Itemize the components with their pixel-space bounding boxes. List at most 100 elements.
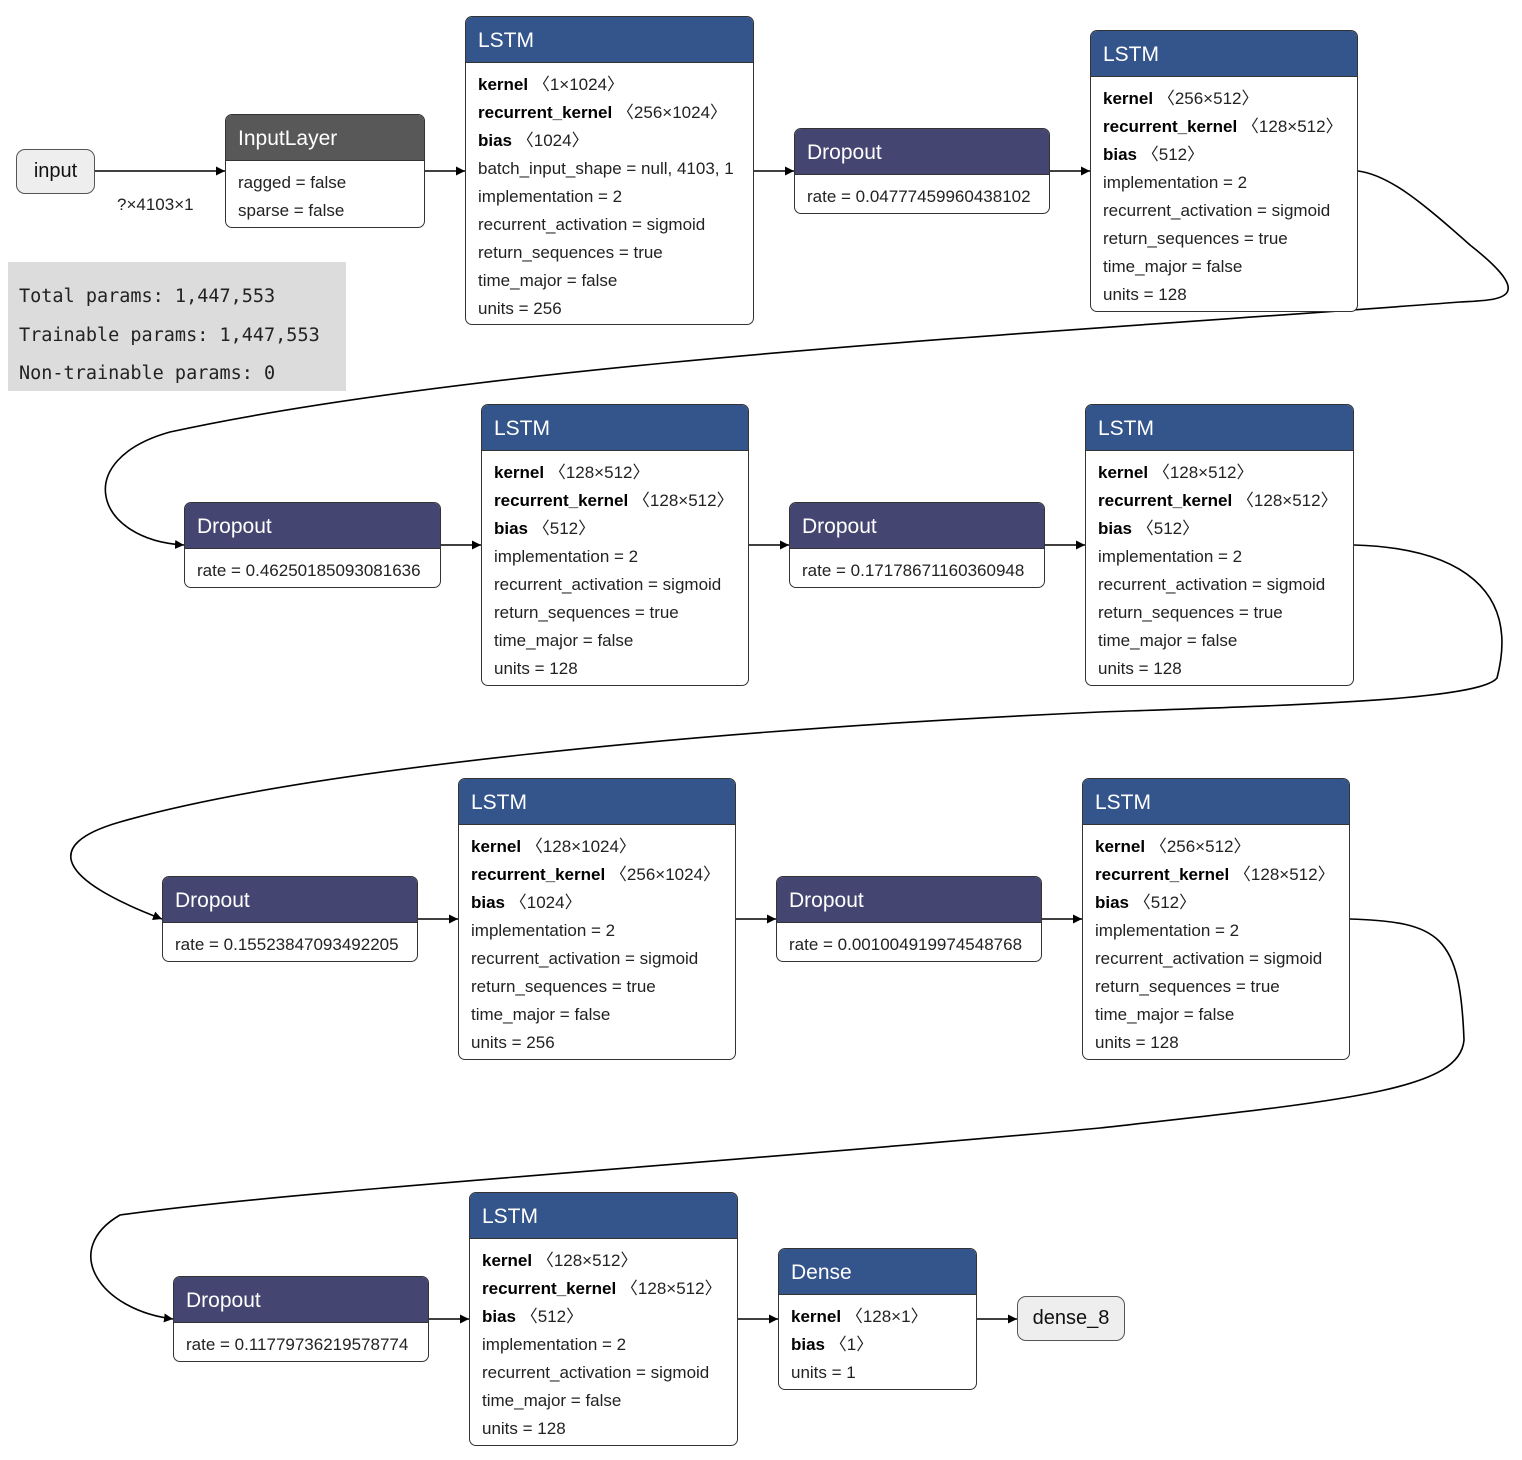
attribute-key: recurrent_kernel [478,103,613,122]
node-attribute: ragged = false [238,173,347,192]
trainable-params: Trainable params: 1,447,553 [19,324,320,346]
node-attribute: kernel 〈256×512〉 [1103,85,1357,113]
node-attributes: kernel 〈128×1024〉recurrent_kernel 〈256×1… [459,825,735,1057]
node-attribute: units = 128 [494,659,578,678]
node-title: Dense [779,1249,976,1295]
node-title: LSTM [1083,779,1349,825]
attribute-key: kernel [482,1251,533,1270]
node-attribute: return_sequences = true [1103,229,1288,248]
edge-lstm-6-to-dropout-6 [90,918,1465,1323]
attribute-shape: 〈128×512〉 [1229,865,1335,884]
node-attribute: implementation = 2 [1095,921,1240,940]
node-attribute: bias 〈512〉 [1103,141,1357,169]
node-attributes: kernel 〈128×512〉recurrent_kernel 〈128×51… [482,451,748,683]
node-attributes: rate = 0.001004919974548768 [777,923,1041,959]
node-attribute: recurrent_kernel 〈256×1024〉 [478,99,753,127]
node-title: LSTM [466,17,753,63]
node-attribute: return_sequences = true [471,977,656,996]
node-attribute: implementation = 2 [482,1335,627,1354]
attribute-key: recurrent_kernel [471,865,606,884]
node-attribute: units = 128 [1098,659,1182,678]
attribute-shape: 〈128×512〉 [1237,117,1343,136]
input-node-label: input [33,160,78,182]
attribute-shape: 〈128×512〉 [544,463,650,482]
node-attribute: bias 〈512〉 [482,1303,737,1331]
node-attributes: rate = 0.46250185093081636 [185,549,440,585]
node-title: Dropout [777,877,1041,923]
node-attribute: time_major = false [478,271,618,290]
attribute-key: bias [1098,519,1133,538]
attribute-shape: 〈256×512〉 [1145,837,1251,856]
attribute-key: kernel [478,75,529,94]
node-attribute: time_major = false [1098,631,1238,650]
node-attributes: kernel 〈128×512〉recurrent_kernel 〈128×51… [1086,451,1353,683]
input-node[interactable]: input [16,149,95,194]
attribute-key: kernel [494,463,545,482]
node-attribute: rate = 0.001004919974548768 [789,935,1023,954]
node-title: LSTM [1091,31,1357,77]
output-node[interactable]: dense_8 [1017,1296,1125,1341]
attribute-shape: 〈1024〉 [505,893,582,912]
attribute-shape: 〈1×1024〉 [528,75,625,94]
attribute-shape: 〈256×512〉 [1153,89,1259,108]
node-attribute: rate = 0.17178671160360948 [802,561,1025,580]
attribute-key: bias [1103,145,1138,164]
node-attribute: implementation = 2 [478,187,623,206]
attribute-key: bias [471,893,506,912]
node-title: Dropout [185,503,440,549]
node-attribute: units = 256 [471,1033,555,1052]
node-attributes: kernel 〈256×512〉recurrent_kernel 〈128×51… [1083,825,1349,1057]
node-attribute: bias 〈512〉 [1095,889,1349,917]
node-attribute: kernel 〈256×512〉 [1095,833,1349,861]
node-attribute: time_major = false [1095,1005,1235,1024]
dropout-node-10[interactable]: Dropout rate = 0.001004919974548768 [776,876,1042,962]
node-attribute: units = 256 [478,299,562,318]
attribute-key: recurrent_kernel [494,491,629,510]
node-attribute: batch_input_shape = null, 4103, 1 [478,159,734,178]
node-title: Dropout [174,1277,428,1323]
node-attributes: kernel 〈1×1024〉 recurrent_kernel 〈256×102… [466,63,753,323]
node-attribute: recurrent_kernel 〈128×512〉 [1103,113,1357,141]
attribute-key: kernel [471,837,522,856]
attribute-shape: 〈128×512〉 [628,491,734,510]
node-attributes: kernel 〈128×1〉bias 〈1〉units = 1 [779,1295,976,1387]
node-attribute: bias 〈1024〉 [478,127,753,155]
lstm-node-1[interactable]: LSTM kernel 〈1×1024〉 recurrent_kernel 〈256… [465,16,754,325]
attribute-shape: 〈128×1024〉 [521,837,636,856]
node-attribute: recurrent_activation = sigmoid [1103,201,1331,220]
attribute-key: bias [1095,893,1130,912]
attribute-key: recurrent_kernel [1103,117,1238,136]
attribute-shape: 〈512〉 [1137,145,1205,164]
node-attributes: kernel 〈128×512〉recurrent_kernel 〈128×51… [470,1239,737,1443]
node-attribute: units = 1 [791,1363,856,1382]
node-attribute: bias 〈512〉 [1098,515,1353,543]
node-attribute: recurrent_activation = sigmoid [471,949,699,968]
node-attribute: return_sequences = true [1098,603,1283,622]
node-attribute: return_sequences = true [478,243,663,262]
attribute-key: kernel [791,1307,842,1326]
attribute-key: recurrent_kernel [482,1279,617,1298]
node-attribute: recurrent_activation = sigmoid [494,575,722,594]
attribute-key: recurrent_kernel [1098,491,1233,510]
node-title: LSTM [1086,405,1353,451]
node-attributes: rate = 0.15523847093492205 [163,923,417,959]
node-attribute: recurrent_activation = sigmoid [1098,575,1326,594]
attribute-shape: 〈128×512〉 [1232,491,1338,510]
attribute-key: bias [494,519,529,538]
attribute-shape: 〈128×512〉 [616,1279,722,1298]
